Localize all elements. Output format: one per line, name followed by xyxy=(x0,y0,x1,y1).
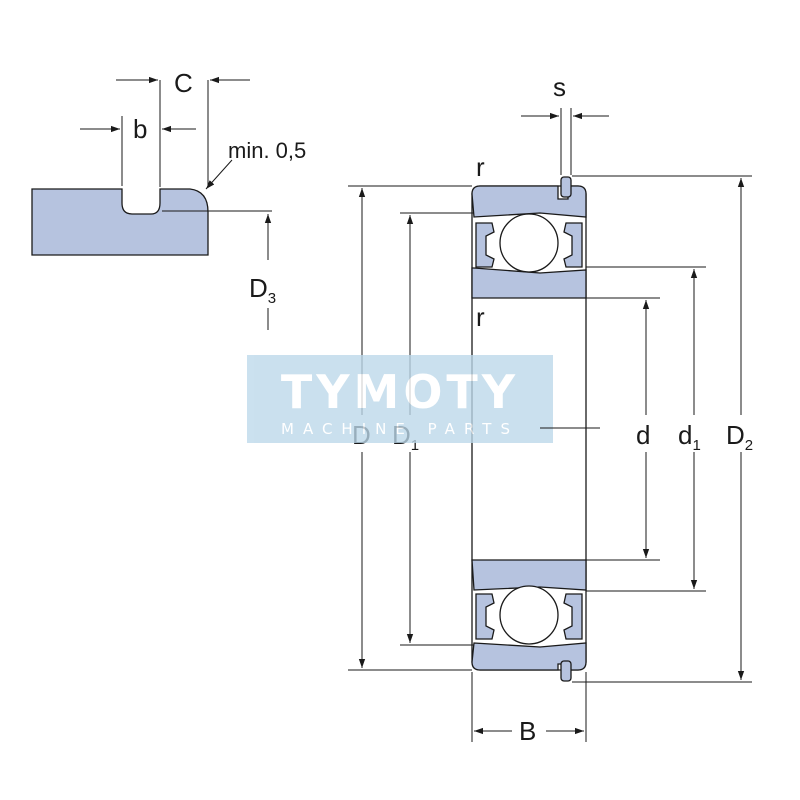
watermark-tagline: MACHINE PARTS xyxy=(281,420,519,438)
ball-top xyxy=(499,213,559,273)
label-r-top: r xyxy=(476,152,485,182)
snap-ring-bottom xyxy=(560,660,572,682)
watermark-brand: TYMOTY xyxy=(281,365,519,419)
ball-bottom xyxy=(499,585,559,645)
label-r-mid: r xyxy=(476,302,485,332)
label-min-note: min. 0,5 xyxy=(228,138,306,163)
snap-ring-top xyxy=(560,176,572,198)
groove-section xyxy=(31,188,209,256)
seal-left-top xyxy=(475,222,495,268)
inner-ring-bottom xyxy=(471,559,587,591)
label-D2: D2 xyxy=(726,420,753,454)
label-B: B xyxy=(519,716,536,746)
outer-ring-top xyxy=(471,185,587,218)
label-d: d xyxy=(636,420,650,450)
seal-right-top xyxy=(563,222,583,268)
groove-detail: C b min. 0,5 D3 xyxy=(31,68,306,330)
label-b: b xyxy=(133,114,147,144)
seal-right-bottom xyxy=(563,593,583,640)
seal-left-bottom xyxy=(475,593,495,640)
label-d1: d1 xyxy=(678,420,701,454)
label-C: C xyxy=(174,68,193,98)
watermark: TYMOTY MACHINE PARTS xyxy=(247,355,553,443)
label-s: s xyxy=(553,72,566,102)
label-D3: D3 xyxy=(249,273,276,307)
